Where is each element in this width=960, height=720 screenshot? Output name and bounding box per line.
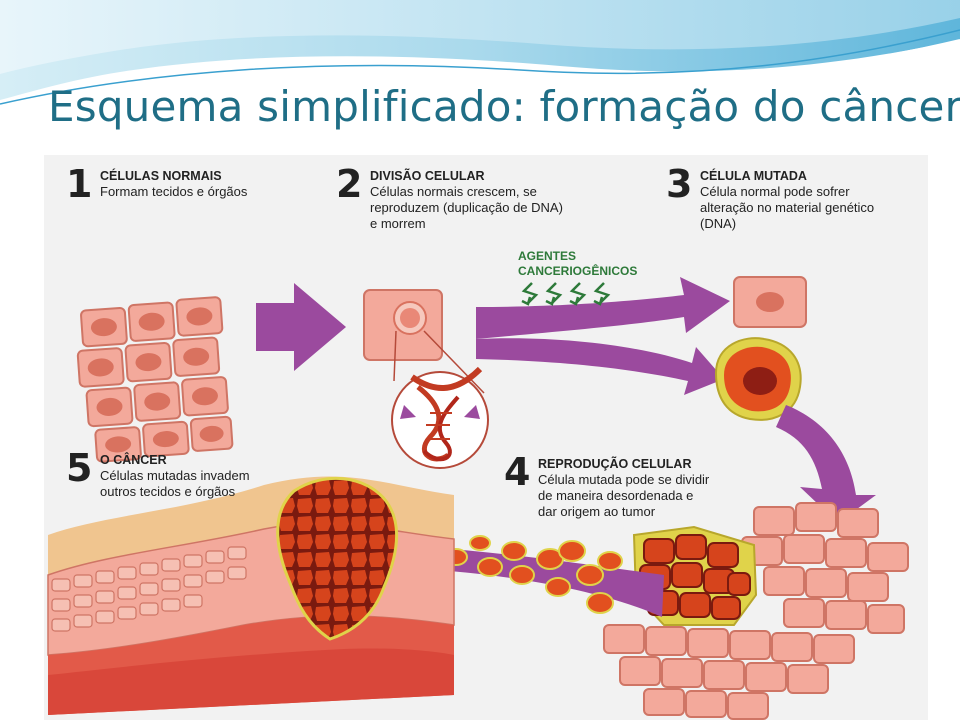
mutated-cell [714, 337, 802, 421]
arrow-step1-to-step2 [256, 283, 346, 371]
step-description: Formam tecidos e órgãos [100, 184, 248, 199]
tissue-background-cells [603, 502, 909, 720]
proliferating-tissue [603, 502, 909, 720]
cancer-formation-diagram: 1 CÉLULAS NORMAIS Formam tecidos e órgão… [44, 155, 928, 720]
tumor-mass [632, 525, 758, 626]
carcinogenic-agents-arrows [521, 282, 611, 306]
migrating-mutated-cells [444, 535, 623, 614]
dividing-cell [363, 289, 489, 469]
normal-cell-step3 [733, 276, 807, 328]
step-title: DIVISÃO CELULAR [370, 169, 485, 183]
step-title: CÉLULA MUTADA [700, 169, 807, 183]
tissue-layer-cells [51, 546, 247, 632]
normal-tissue-cluster [76, 296, 234, 463]
carcinogenic-agents-label: AGENTES CANCERIOGÊNICOS [518, 249, 638, 278]
step-title: REPRODUÇÃO CELULAR [538, 457, 692, 471]
step-description: Célula mutada pode se dividir de maneira… [538, 472, 710, 519]
step-number: 2 [336, 162, 363, 206]
step-number: 3 [666, 162, 693, 206]
step-description: Células normais crescem, se reproduzem (… [370, 184, 563, 231]
step-description: Célula normal pode sofrer alteração no m… [700, 184, 875, 231]
invaded-tissue-block [47, 476, 455, 715]
step-description: Células mutadas invadem outros tecidos e… [100, 468, 250, 499]
step-number: 1 [66, 162, 93, 206]
slide-title: Esquema simplificado: formação do câncer [48, 82, 960, 131]
step-title: O CÂNCER [100, 453, 167, 467]
arrow-step2-to-step3 [476, 277, 730, 339]
arrow-step2-to-mutated-cell [476, 338, 724, 395]
diagram-illustration [47, 276, 909, 720]
tumor-invasion-mass [276, 476, 399, 641]
step-title: CÉLULAS NORMAIS [100, 169, 222, 183]
dna-helix-icon [400, 366, 483, 462]
arrow-step3-to-step4 [776, 405, 876, 523]
step-number: 5 [66, 446, 93, 490]
cell-grid [76, 296, 234, 463]
header-wave-decoration [0, 0, 960, 111]
step-number: 4 [504, 450, 531, 494]
